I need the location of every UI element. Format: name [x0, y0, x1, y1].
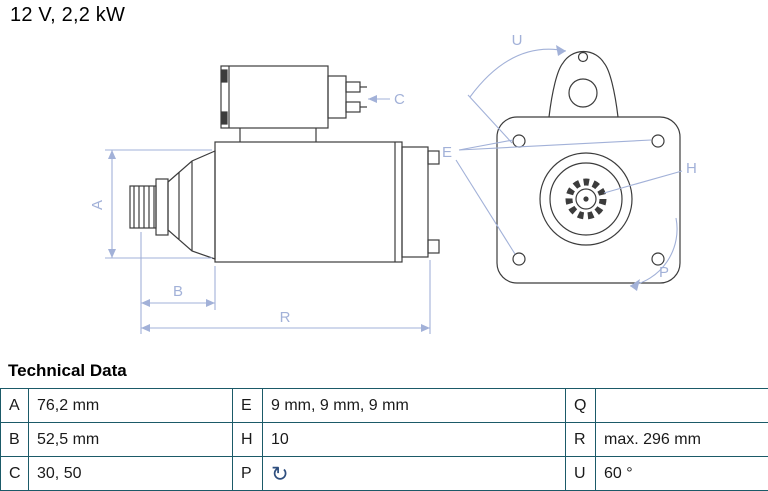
spec-value-h: 10 — [262, 422, 566, 457]
page-title: 12 V, 2,2 kW — [10, 4, 126, 26]
spec-row: C 30, 50 P ↻ U 60 ° — [0, 456, 768, 491]
spec-key-u: U — [565, 456, 596, 491]
dim-label-r: R — [280, 309, 291, 326]
spec-key-c: C — [0, 456, 29, 491]
spec-key-b: B — [0, 422, 29, 457]
spec-row: A 76,2 mm E 9 mm, 9 mm, 9 mm Q — [0, 388, 768, 423]
technical-data-table: A 76,2 mm E 9 mm, 9 mm, 9 mm Q B 52,5 mm… — [0, 388, 768, 491]
spec-key-p: P — [232, 456, 263, 491]
dim-label-b: B — [173, 283, 183, 300]
spec-value-p: ↻ — [262, 456, 566, 491]
dimension-arrowheads — [108, 45, 640, 332]
spec-value-c: 30, 50 — [28, 456, 233, 491]
spec-key-e: E — [232, 388, 263, 423]
spec-value-r: max. 296 mm — [595, 422, 768, 457]
spec-key-h: H — [232, 422, 263, 457]
front-view — [496, 50, 681, 284]
dim-label-u: U — [512, 32, 523, 49]
technical-data-heading: Technical Data — [8, 361, 127, 380]
starter-motor-diagram: A B R C U E H P — [89, 32, 697, 334]
dim-label-h: H — [686, 160, 697, 177]
spec-value-e: 9 mm, 9 mm, 9 mm — [262, 388, 566, 423]
clockwise-rotation-icon: ↻ — [271, 462, 289, 486]
spec-key-q: Q — [565, 388, 596, 423]
spec-value-a: 76,2 mm — [28, 388, 233, 423]
dimension-labels: A B R C U E H P — [89, 32, 697, 326]
dim-label-p: P — [659, 264, 669, 281]
spec-value-b: 52,5 mm — [28, 422, 233, 457]
spec-key-a: A — [0, 388, 29, 423]
spec-row: B 52,5 mm H 10 R max. 296 mm — [0, 422, 768, 457]
side-view — [129, 65, 440, 263]
spec-value-q — [595, 388, 768, 423]
dim-label-c: C — [394, 91, 405, 108]
technical-data-section: Technical Data A 76,2 mm E 9 mm, 9 mm, 9… — [0, 359, 768, 491]
spec-value-u: 60 ° — [595, 456, 768, 491]
dimension-lines — [105, 48, 683, 334]
dim-label-e: E — [442, 144, 452, 161]
dim-label-a: A — [89, 200, 106, 210]
spec-key-r: R — [565, 422, 596, 457]
